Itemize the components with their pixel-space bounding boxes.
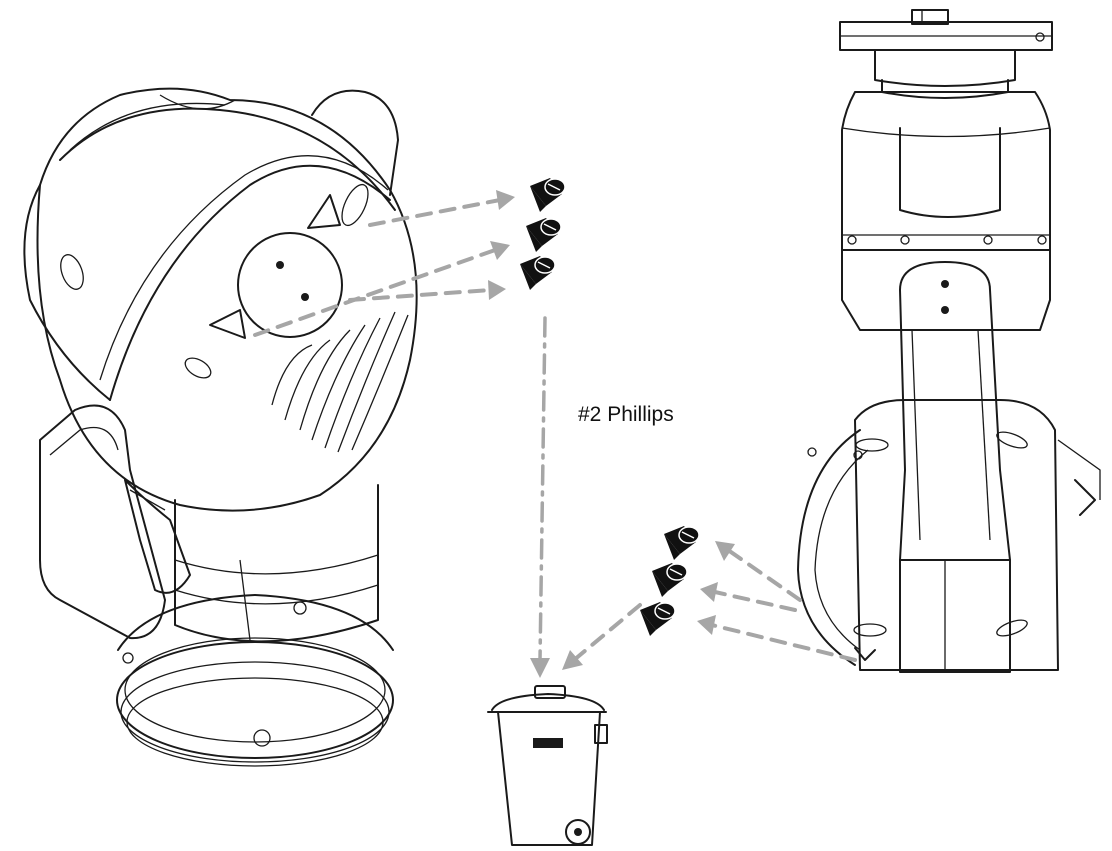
lower-housing (797, 399, 1101, 673)
camera-base (116, 594, 394, 767)
screw-icon (529, 177, 566, 213)
screw-icon (651, 562, 688, 598)
screw-icon (639, 601, 676, 637)
tilt-arm (899, 261, 1011, 561)
cooling-fins (271, 311, 409, 453)
camera-arm (39, 404, 191, 640)
camera-pedestal (174, 484, 379, 643)
upper-housing (841, 91, 1051, 331)
tool-label: #2 Phillips (578, 403, 674, 426)
camera-head-icon (23, 87, 418, 767)
dashed-arrow-icon (253, 190, 857, 678)
screw-set-top (519, 177, 566, 291)
trash-bin-icon (487, 685, 608, 846)
mounting-plate (839, 9, 1053, 99)
screw-set-bottom (639, 525, 700, 637)
screw-icon (519, 255, 556, 291)
screw-icon (525, 217, 562, 253)
camera-dome (23, 87, 418, 512)
screw-icon (663, 525, 700, 561)
camera-rear-view-icon (797, 9, 1101, 673)
